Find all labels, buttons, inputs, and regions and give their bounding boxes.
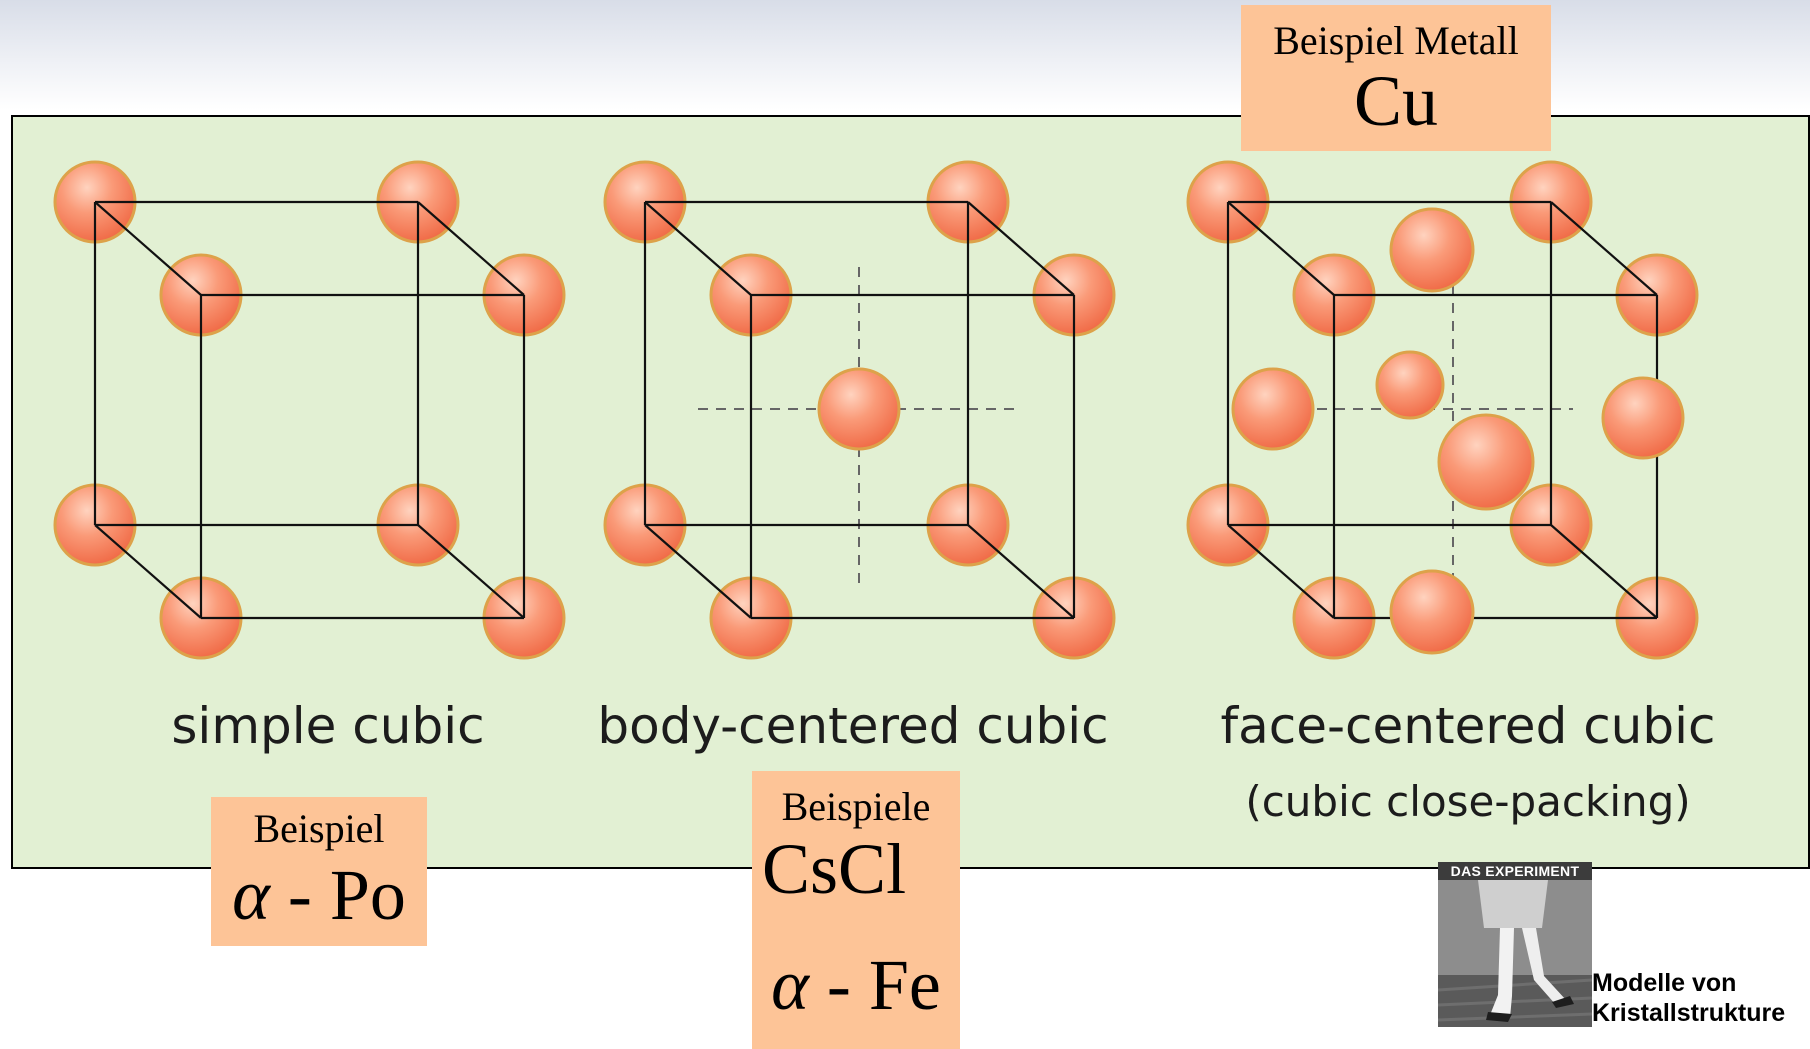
face-center-atom-right xyxy=(1601,376,1685,460)
book-caption: Modelle von Kristallstrukture xyxy=(1592,968,1810,1028)
example-cscl-fe-box: Beispiele CsCl α - Fe xyxy=(752,771,960,1049)
iron-symbol: - Fe xyxy=(808,945,941,1025)
cell-edge xyxy=(644,524,752,619)
face-center-atom-bottom xyxy=(1389,569,1475,655)
examples-heading: Beispiele xyxy=(781,784,931,829)
simple-cubic-cell xyxy=(53,160,566,660)
cell-edge xyxy=(1550,524,1658,619)
cscl-formula: CsCl xyxy=(762,829,907,909)
example-polonium-heading: Beispiel xyxy=(253,806,385,851)
polonium-symbol: - Po xyxy=(269,855,406,935)
alpha-symbol: α xyxy=(232,855,270,935)
example-metal-cu-box: Beispiel Metall Cu xyxy=(1241,5,1551,151)
cell-edge xyxy=(1227,524,1335,619)
face-centered-cubic-label: face-centered cubic xyxy=(1220,697,1716,755)
alpha-symbol: α xyxy=(771,945,809,1025)
cell-edge xyxy=(1227,201,1335,296)
face-center-atom-top xyxy=(1389,207,1475,293)
body-centered-cubic-cell xyxy=(603,160,1116,660)
face-center-atom-front xyxy=(1437,413,1535,511)
cell-edge xyxy=(417,201,525,296)
caption-line-1: Modelle von xyxy=(1592,969,1737,997)
book-title: DAS EXPERIMENT xyxy=(1438,862,1592,880)
body-centered-cubic-label: body-centered cubic xyxy=(597,697,1109,755)
cell-edge xyxy=(94,524,202,619)
example-metal-heading: Beispiel Metall xyxy=(1273,18,1519,63)
cell-edge xyxy=(94,201,202,296)
cell-edge xyxy=(967,201,1075,296)
cell-edge xyxy=(417,524,525,619)
alpha-iron-formula: α - Fe xyxy=(752,947,960,1023)
example-polonium-box: Beispiel α - Po xyxy=(211,797,427,946)
book-cover-photo xyxy=(1438,880,1592,1027)
face-centered-cubic-cell xyxy=(1186,160,1699,660)
example-polonium-formula: α - Po xyxy=(211,857,427,933)
body-center-atom xyxy=(817,367,901,451)
cell-edge xyxy=(967,524,1075,619)
simple-cubic-label: simple cubic xyxy=(171,697,485,755)
cell-edge xyxy=(644,201,752,296)
caption-line-2: Kristallstrukture xyxy=(1592,999,1786,1027)
face-center-atom-left xyxy=(1231,367,1315,451)
crystal-structures-panel: simple cubic body-centered cubic face-ce… xyxy=(11,115,1810,869)
cell-edge xyxy=(1550,201,1658,296)
face-center-atom-back xyxy=(1375,350,1445,420)
example-metal-formula: Cu xyxy=(1353,61,1439,141)
cubic-close-packing-label: (cubic close-packing) xyxy=(1245,777,1691,826)
unit-cells-diagram xyxy=(53,160,1699,660)
das-experiment-book-cover: DAS EXPERIMENT xyxy=(1438,862,1592,1027)
